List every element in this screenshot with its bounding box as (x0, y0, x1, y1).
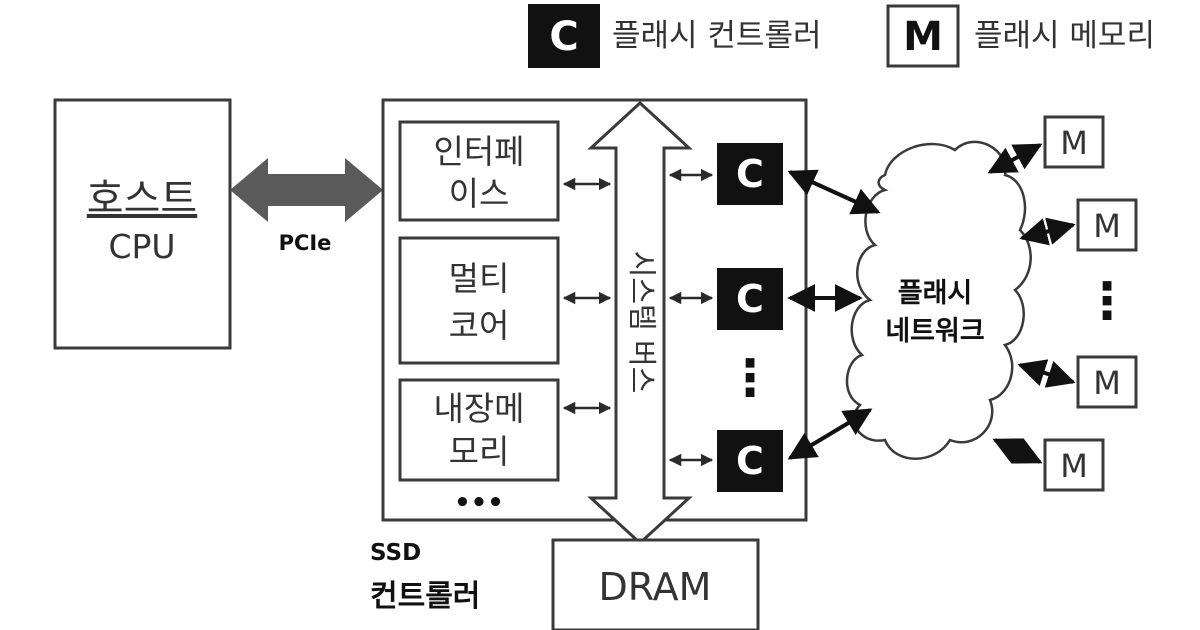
interface-label-line2: 이스 (449, 174, 510, 213)
controller-box (717, 430, 783, 492)
legend-controller-label: 플래시 컨트롤러 (612, 18, 822, 54)
pcie-arrow (230, 158, 383, 222)
controller-symbol: C (736, 277, 764, 321)
module-bus-connectors (562, 177, 612, 415)
internal-memory-label-line1: 내장메 (433, 389, 524, 428)
dram-box (551, 538, 760, 630)
flash-memory-4: M (1043, 438, 1105, 492)
flash-memory-1: M (1043, 115, 1105, 169)
more-modules-ellipsis: ••• (454, 488, 504, 518)
module-interface: 인터페 이스 (398, 120, 560, 222)
link-network-memory-2 (1019, 217, 1076, 246)
system-bus: 시스템 버스 (587, 100, 693, 546)
internal-memory-label-line2: 모리 (449, 432, 510, 471)
controller-box (717, 268, 783, 330)
controller-box (717, 143, 783, 205)
pcie-link: PCIe (230, 158, 383, 255)
memory-symbol: M (1093, 364, 1121, 402)
bus-controller-connectors (668, 168, 714, 467)
controllers-ellipsis: ⋮ (725, 349, 775, 407)
legend-controller-symbol: C (549, 14, 578, 60)
link-network-memory-3 (1017, 359, 1076, 388)
controller-network-links (787, 169, 881, 460)
host-label: 호스트 (87, 176, 197, 222)
ssd-label: SSD (370, 540, 421, 566)
host-cpu-block: 호스트 CPU (53, 98, 232, 350)
memory-box (1076, 355, 1138, 409)
multicore-box (398, 236, 560, 365)
memory-box (1043, 438, 1105, 492)
memory-box (1043, 115, 1105, 169)
multicore-label-line2: 코어 (449, 306, 510, 345)
flash-controller-1: C (717, 143, 783, 205)
dram-block: DRAM (551, 538, 760, 630)
interface-label-line1: 인터페 (433, 132, 524, 171)
legend-memory-swatch (886, 4, 960, 68)
interface-box (398, 120, 560, 222)
flash-memory-3: M (1076, 355, 1138, 409)
dram-label: DRAM (599, 565, 712, 609)
controller-symbol: C (736, 152, 764, 196)
legend-controller-swatch (528, 4, 600, 68)
link-network-memory-4 (992, 438, 1043, 464)
memories-ellipsis: ⋮ (1082, 272, 1132, 330)
flash-controller-2: C (717, 268, 783, 330)
legend-memory-label: 플래시 메모리 (974, 18, 1155, 54)
legend: C 플래시 컨트롤러 M 플래시 메모리 (528, 4, 1155, 68)
network-label-line1: 플래시 (898, 278, 973, 309)
memory-symbol: M (1060, 124, 1088, 162)
memory-symbol: M (1093, 207, 1121, 245)
link-controller-1-network (787, 169, 881, 215)
memory-symbol: M (1060, 447, 1088, 485)
host-box (53, 98, 232, 350)
network-label-line2: 네트워크 (885, 316, 984, 347)
ssd-controller-label: 컨트롤러 (370, 579, 480, 614)
module-multicore: 멀티 코어 (398, 236, 560, 365)
controller-symbol: C (736, 439, 764, 483)
legend-memory-symbol: M (903, 14, 943, 60)
memory-box (1076, 198, 1138, 252)
system-bus-label: 시스템 버스 (625, 251, 659, 394)
link-network-memory-1 (987, 143, 1043, 174)
multicore-label-line1: 멀티 (449, 259, 510, 298)
cloud-shape (845, 140, 1032, 460)
flash-network-cloud: 플래시 네트워크 (845, 140, 1032, 460)
link-controller-3-network (787, 408, 873, 460)
flash-memory-2: M (1076, 198, 1138, 252)
flash-controller-3: C (717, 430, 783, 492)
pcie-label: PCIe (279, 231, 332, 255)
module-internal-memory: 내장메 모리 (398, 378, 560, 482)
cpu-label: CPU (108, 227, 175, 266)
network-memory-links (987, 143, 1076, 464)
internal-memory-box (398, 378, 560, 482)
